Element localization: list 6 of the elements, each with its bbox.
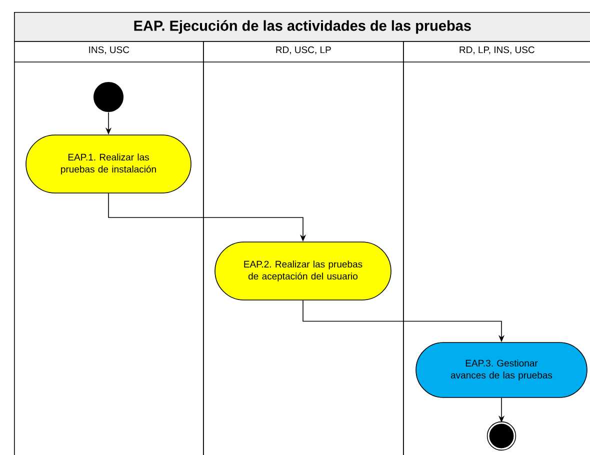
activity-box: EAP.1. Realizar las pruebas de instalación	[26, 134, 192, 194]
start-node	[94, 82, 124, 112]
end-node	[486, 421, 516, 451]
activity-box: EAP.2. Realizar las pruebas de aceptación del usuario	[214, 242, 392, 300]
activity-box: EAP.3. Gestionar avances de las pruebas	[416, 342, 588, 398]
title-band: EAP. Ejecución de las actividades de las pruebas	[14, 12, 590, 42]
